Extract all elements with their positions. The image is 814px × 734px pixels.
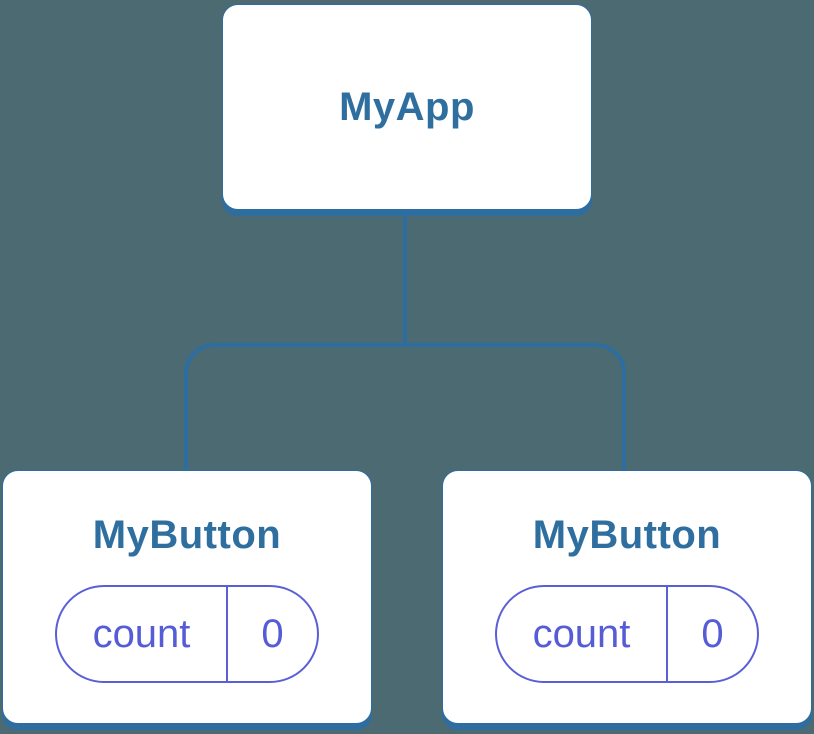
node-label-myapp: MyApp: [339, 85, 475, 129]
state-value-left: 0: [261, 612, 284, 656]
state-key-right: count: [532, 612, 631, 656]
connector-stem: [403, 212, 407, 346]
connector-branch: [184, 343, 626, 470]
state-value-cell: 0: [226, 587, 317, 681]
node-label-mybutton-left: MyButton: [92, 513, 282, 557]
state-value-right: 0: [701, 612, 724, 656]
tree-node-mybutton-left: MyButton count 0: [2, 470, 372, 724]
node-label-mybutton-right: MyButton: [532, 513, 722, 557]
tree-node-myapp: MyApp: [222, 4, 592, 210]
state-pill-right: count 0: [495, 585, 759, 683]
state-key-cell: count: [57, 587, 226, 681]
state-key-cell: count: [497, 587, 666, 681]
state-pill-left: count 0: [55, 585, 319, 683]
state-key-left: count: [92, 612, 191, 656]
state-value-cell: 0: [666, 587, 757, 681]
tree-node-mybutton-right: MyButton count 0: [442, 470, 812, 724]
